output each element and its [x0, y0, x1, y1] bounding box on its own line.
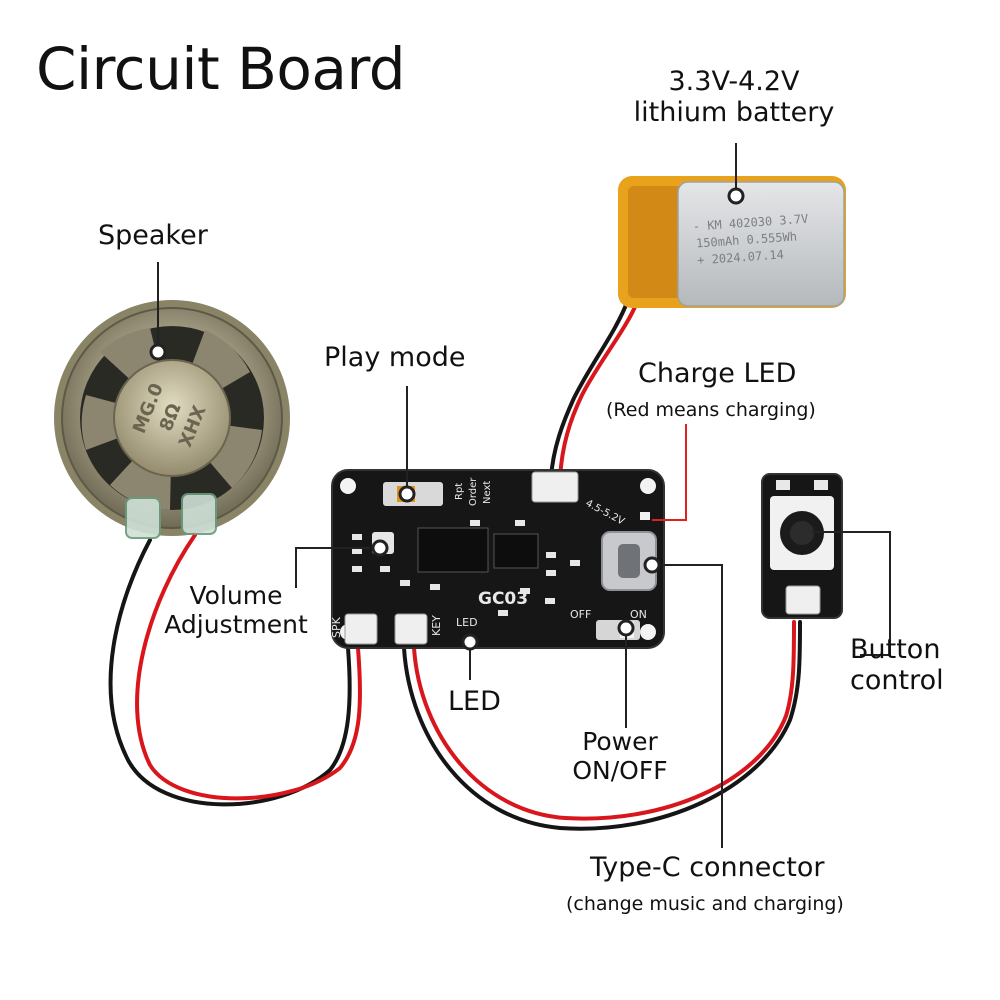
battery-label-line2: lithium battery [633, 97, 835, 129]
volume-label-line2: Adjustment [164, 609, 308, 639]
battery-pointer-dot [727, 187, 745, 205]
button-label-line2: control [850, 665, 944, 697]
play-mode-pointer-dot [398, 485, 416, 503]
board-print-order: Order [468, 477, 479, 506]
battery-print-3: + 2024.07.14 [697, 247, 784, 267]
charge-led-note: (Red means charging) [606, 399, 816, 421]
volume-label: Volume Adjustment [160, 581, 312, 640]
typec-note: (change music and charging) [566, 893, 844, 915]
leader-dots [149, 187, 745, 651]
power-label: Power ON/OFF [566, 727, 674, 786]
board-print-key: KEY [430, 615, 443, 636]
button-wire-black [402, 620, 802, 831]
button-module-image [761, 473, 843, 619]
play-mode-label: Play mode [324, 342, 466, 373]
speaker-label: Speaker [98, 220, 208, 251]
speaker-pointer-dot [149, 343, 167, 361]
button-label: Button control [850, 634, 944, 696]
board-print-off: OFF [570, 608, 591, 621]
page-title: Circuit Board [36, 35, 406, 103]
battery-label: 3.3V-4.2V lithium battery [628, 66, 840, 128]
charge-led-label: Charge LED [638, 358, 797, 389]
board-print-on: ON [630, 608, 647, 621]
charge-led-leader [652, 424, 687, 521]
battery-image: - KM 402030 3.7V 150mAh 0.555Wh + 2024.0… [618, 176, 846, 308]
button-wire-red [412, 620, 796, 821]
speaker-wire-black [108, 538, 352, 807]
leader-lines [157, 143, 891, 848]
wires [108, 298, 802, 831]
speaker-wire-red [135, 533, 362, 801]
volume-label-line1: Volume [189, 581, 283, 610]
volume-pointer-dot [371, 539, 389, 557]
board-image: GC03 SPK KEY LED OFF ON 4.5-5.2V Rpt Ord… [330, 469, 665, 649]
battery-wire-black [549, 298, 630, 480]
typec-label: Type-C connector [590, 852, 825, 883]
power-pointer-dot [617, 619, 635, 637]
board-print-next: Next [482, 481, 493, 504]
power-label-line2: ON/OFF [572, 755, 668, 785]
battery-label-line1: 3.3V-4.2V [668, 66, 800, 97]
battery-wire-red [558, 298, 640, 480]
led-pointer-dot [461, 633, 479, 651]
speaker-image: MG.0 8Ω XHX [54, 300, 290, 539]
board-print-led: LED [456, 616, 478, 629]
board-print-model: GC03 [478, 589, 528, 609]
button-label-line1: Button [850, 634, 941, 665]
power-label-line1: Power [582, 727, 658, 756]
led-label: LED [448, 686, 501, 717]
typec-pointer-dot [643, 556, 661, 574]
board-print-spk: SPK [330, 616, 343, 638]
board-print-rpt: Rpt [454, 483, 465, 500]
